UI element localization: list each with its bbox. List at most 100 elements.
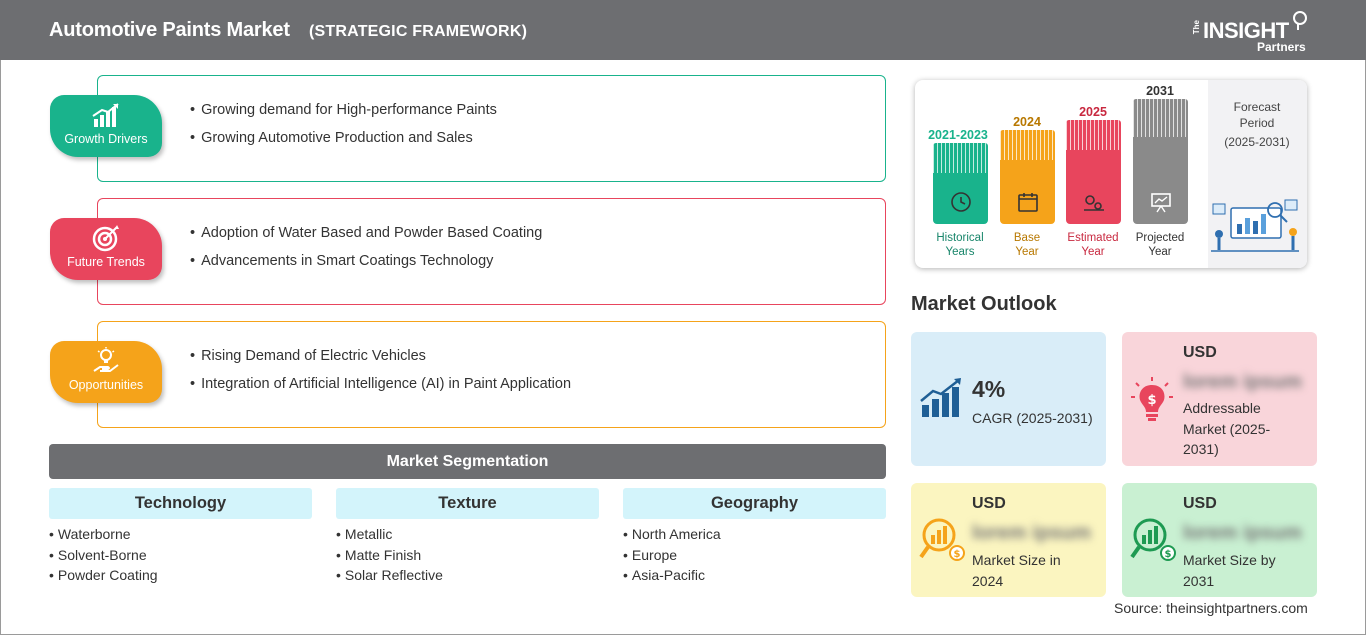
logo-partners: Partners [1257,40,1306,54]
forecast-label: Forecast Period (2025-2031) [1222,99,1292,150]
calendar-icon [1017,193,1038,212]
desc-line: Addressable [1183,400,1261,416]
list-item: Solar Reflective [336,565,599,586]
svg-text:$: $ [1147,393,1156,408]
magnifier-chart-icon: $ [919,518,965,561]
bar-caption-line2: Year [1015,246,1039,258]
list-item: Integration of Artificial Intelligence (… [190,370,571,398]
magnifier-chart-icon: $ [1130,518,1176,561]
bar-caption-line2: Year [1148,246,1172,258]
tag-label: Future Trends [67,255,145,269]
cagr-value: 4% [972,376,1006,402]
list-item: Metallic [336,524,599,545]
addressable-desc: Addressable Market (2025- 2031) [1183,398,1270,460]
insight-partners-logo[interactable]: The INSIGHT Partners [1192,10,1312,54]
usd-label: USD [1183,495,1217,512]
segment-heading: Geography [623,488,886,519]
gears-icon [1083,195,1104,211]
timeline-bar-base [1000,130,1055,224]
bar-caption-line2: Year [1081,246,1105,258]
forecast-line2: Period [1239,116,1275,130]
market-size-2024-card: $ USD lorem ipsum Market Size in 2024 [911,483,1106,597]
list-item: Advancements in Smart Coatings Technolog… [190,247,542,275]
dollar-bulb-icon: $ [1131,377,1173,421]
list-item: Growing demand for High-performance Pain… [190,96,497,124]
hand-bulb-icon [93,347,119,372]
year-label: 2025 [1079,105,1107,119]
size-2024-value-blurred: lorem ipsum [972,522,1091,544]
segment-geography: Geography North America Europe Asia-Paci… [623,488,886,586]
usd-label: USD [972,495,1006,512]
growth-drivers-tag: Growth Drivers [50,95,162,157]
bar-caption-line1: Historical [936,232,984,244]
bar-caption: Historical Years [925,231,995,259]
timeline-bar-historical [933,143,988,224]
year-label: 2021-2023 [928,128,988,142]
forecast-line1: Forecast [1233,100,1281,114]
bar-caption: Estimated Year [1058,231,1128,259]
segmentation-title: Market Segmentation [49,444,886,479]
list-item: Rising Demand of Electric Vehicles [190,342,571,370]
tag-label: Opportunities [68,378,144,392]
year-label: 2031 [1146,84,1174,98]
list-item: Adoption of Water Based and Powder Based… [190,219,542,247]
desc-line: 2031) [1183,441,1219,457]
addressable-value-blurred: lorem ipsum [1183,371,1302,393]
desc-line: Market (2025- [1183,420,1271,437]
market-outlook-title: Market Outlook [911,293,1057,315]
desc-line: Market Size by [1183,552,1276,568]
addressable-market-card: $ USD lorem ipsum Addressable Market (20… [1122,332,1317,466]
list-item: Solvent-Borne [49,545,312,566]
forecast-line3: (2025-2031) [1224,135,1290,149]
year-label: 2024 [1013,115,1041,129]
future-trends-box: Adoption of Water Based and Powder Based… [97,198,886,305]
size-2031-value-blurred: lorem ipsum [1183,522,1302,544]
svg-text:$: $ [1165,549,1172,560]
size-2031-desc: Market Size by 2031 [1183,550,1276,591]
size-2024-desc: Market Size in 2024 [972,550,1061,591]
segment-heading: Technology [49,488,312,519]
presentation-icon [1150,193,1171,213]
tag-label: Growth Drivers [64,132,148,146]
list-item: Growing Automotive Production and Sales [190,124,497,152]
page-subtitle: (STRATEGIC FRAMEWORK) [309,23,528,40]
opportunities-tag: Opportunities [50,341,162,403]
desc-line: Market Size in [972,552,1061,568]
bar-caption-line2: Years [945,246,975,258]
logo-insight: INSIGHT [1203,18,1289,43]
logo-the: The [1192,20,1201,35]
history-icon [950,192,971,212]
header-bar: Automotive Paints Market (STRATEGIC FRAM… [0,0,1366,60]
target-icon [92,225,119,252]
bar-caption: Base Year [992,231,1062,259]
segment-technology: Technology Waterborne Solvent-Borne Powd… [49,488,312,586]
cagr-card: 4% CAGR (2025-2031) [911,332,1106,466]
growth-drivers-box: Growing demand for High-performance Pain… [97,75,886,182]
desc-line: 2024 [972,572,1004,589]
list-item: Matte Finish [336,545,599,566]
bar-caption-line1: Projected [1135,232,1185,244]
list-item: Waterborne [49,524,312,545]
growth-chart-icon [920,378,961,417]
list-item: North America [623,524,886,545]
bar-caption-line1: Base [1013,232,1041,244]
list-item: Asia-Pacific [623,565,886,586]
svg-text:$: $ [954,549,961,560]
bar-growth-icon [92,103,119,127]
list-item: Powder Coating [49,565,312,586]
timeline-bar-projected [1133,99,1188,224]
segment-texture: Texture Metallic Matte Finish Solar Refl… [336,488,599,586]
cagr-desc: CAGR (2025-2031) [972,410,1093,426]
segment-heading: Texture [336,488,599,519]
future-trends-tag: Future Trends [50,218,162,280]
list-item: Europe [623,545,886,566]
opportunities-box: Rising Demand of Electric Vehicles Integ… [97,321,886,428]
page-title: Automotive Paints Market [49,19,290,41]
timeline-bar-estimated [1066,120,1121,224]
source-link[interactable]: Source: theinsightpartners.com [1114,600,1308,616]
market-size-2031-card: $ USD lorem ipsum Market Size by 2031 [1122,483,1317,597]
usd-label: USD [1183,344,1217,361]
desc-line: 2031 [1183,572,1215,589]
analytics-illustration-icon [1211,199,1299,252]
logo-bulb-icon [1293,11,1307,30]
